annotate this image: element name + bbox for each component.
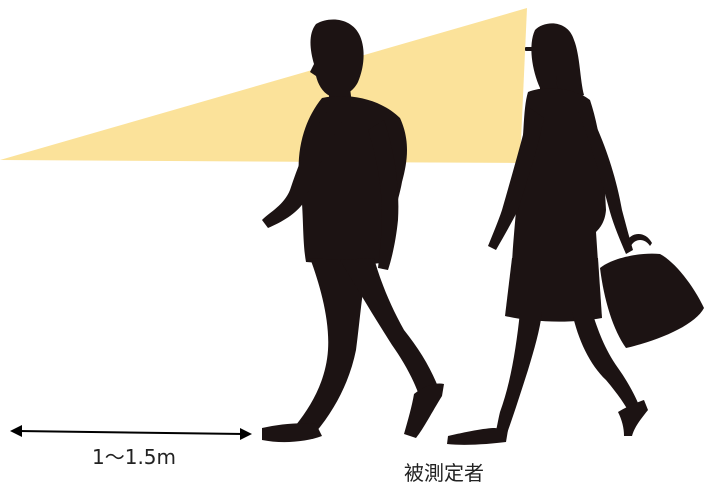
distance-label: 1〜1.5m	[92, 445, 177, 469]
distance-arrow	[10, 425, 252, 440]
sensor-beam	[0, 8, 527, 163]
woman-silhouette	[447, 23, 704, 445]
arrow-head-left	[10, 425, 22, 437]
man-silhouette	[262, 19, 444, 443]
subject-label: 被測定者	[404, 461, 484, 485]
arrow-head-right	[240, 428, 252, 440]
